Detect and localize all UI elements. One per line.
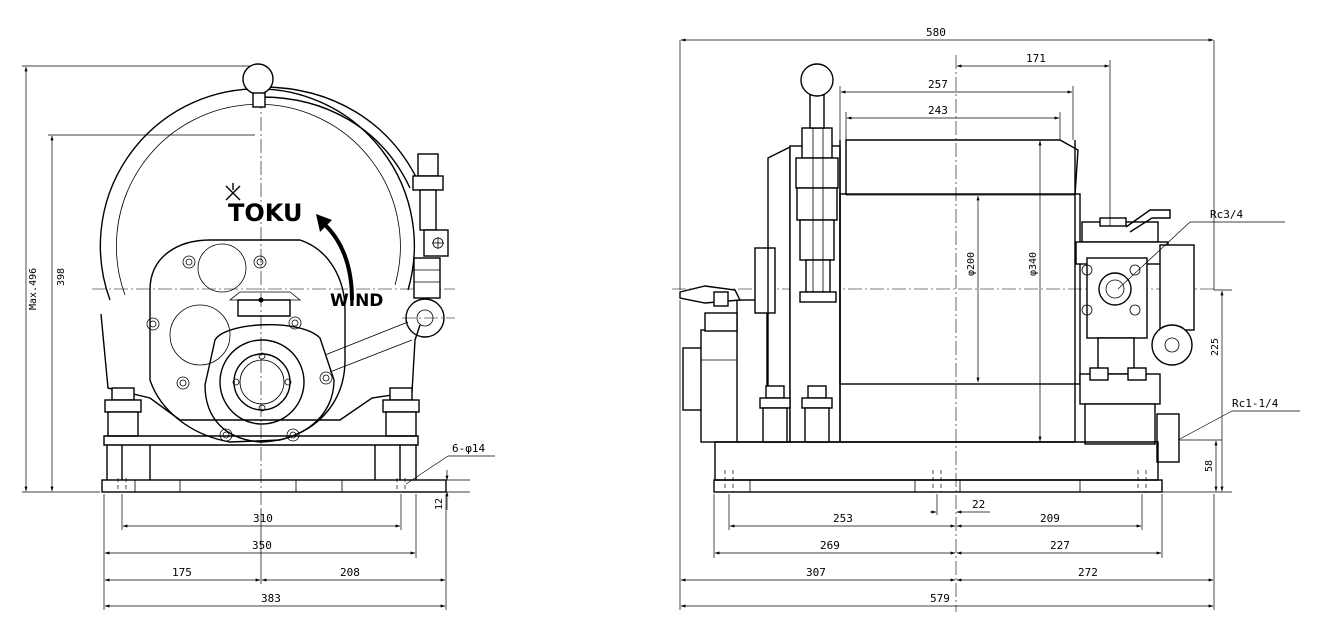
dim-flange-diameter: φ340 [1028,252,1039,276]
dim-175: 175 [172,566,192,579]
side-motor [679,285,768,443]
dim-drum-diameter: φ200 [966,252,977,276]
brake-band-outer [261,86,421,186]
dim-579: 579 [930,592,950,605]
front-base-bolts [104,387,420,437]
motor-boss-outer [219,339,305,425]
front-base-plate [101,479,447,493]
dim-253: 253 [833,512,853,525]
dim-inlet-port: Rc3/4 [1210,208,1243,221]
front-dimensions: Max.496 398 12 6-φ14 310 350 175 208 [22,65,495,610]
side-drum [839,139,1081,443]
dim-257: 257 [928,78,948,91]
case-bolts [146,255,333,442]
dim-269: 269 [820,539,840,552]
front-drum-flange [99,88,416,301]
dim-58: 58 [1204,460,1215,472]
dim-171: 171 [1026,52,1046,65]
dim-225: 225 [1210,338,1221,356]
brake-band-inner [261,96,411,189]
motor-boss-inner [233,353,291,411]
brake-handle-stem [252,92,266,108]
side-dimensions: 580 171 257 243 φ200 φ340 Rc3/4 225 Rc1-… [679,26,1300,610]
wind-arrow [320,220,354,301]
gear-case [149,239,346,443]
side-valve-assembly [1075,209,1195,463]
front-view: TOKU WIND Max.496 398 [22,63,495,610]
toku-logo: TOKU [228,199,302,227]
dim-max-496: Max.496 [28,268,39,310]
side-base-frame [714,441,1159,481]
dim-243: 243 [928,104,948,117]
toku-logo-mark [225,183,241,201]
dim-350: 350 [252,539,272,552]
side-base-plate [713,479,1163,493]
dim-227: 227 [1050,539,1070,552]
dim-398: 398 [56,268,67,286]
dim-310: 310 [253,512,273,525]
side-brake-knob [800,63,834,97]
dim-580: 580 [926,26,946,39]
brake-handle-knob [242,63,274,95]
wind-label: WIND [330,291,383,311]
dim-272: 272 [1078,566,1098,579]
dim-307: 307 [806,566,826,579]
dim-209: 209 [1040,512,1060,525]
dim-383: 383 [261,592,281,605]
dim-outlet-port: Rc1-1/4 [1232,397,1279,410]
side-view: 580 171 257 243 φ200 φ340 Rc3/4 225 Rc1-… [672,26,1300,612]
side-left-frame [754,63,841,443]
brake-adjuster [412,153,449,299]
dim-22: 22 [972,498,985,511]
gear-case-top-pad [237,299,291,317]
motor-flange [204,324,335,443]
dim-12: 12 [434,498,445,510]
dim-bolt-holes: 6-φ14 [452,442,485,455]
dim-208: 208 [340,566,360,579]
